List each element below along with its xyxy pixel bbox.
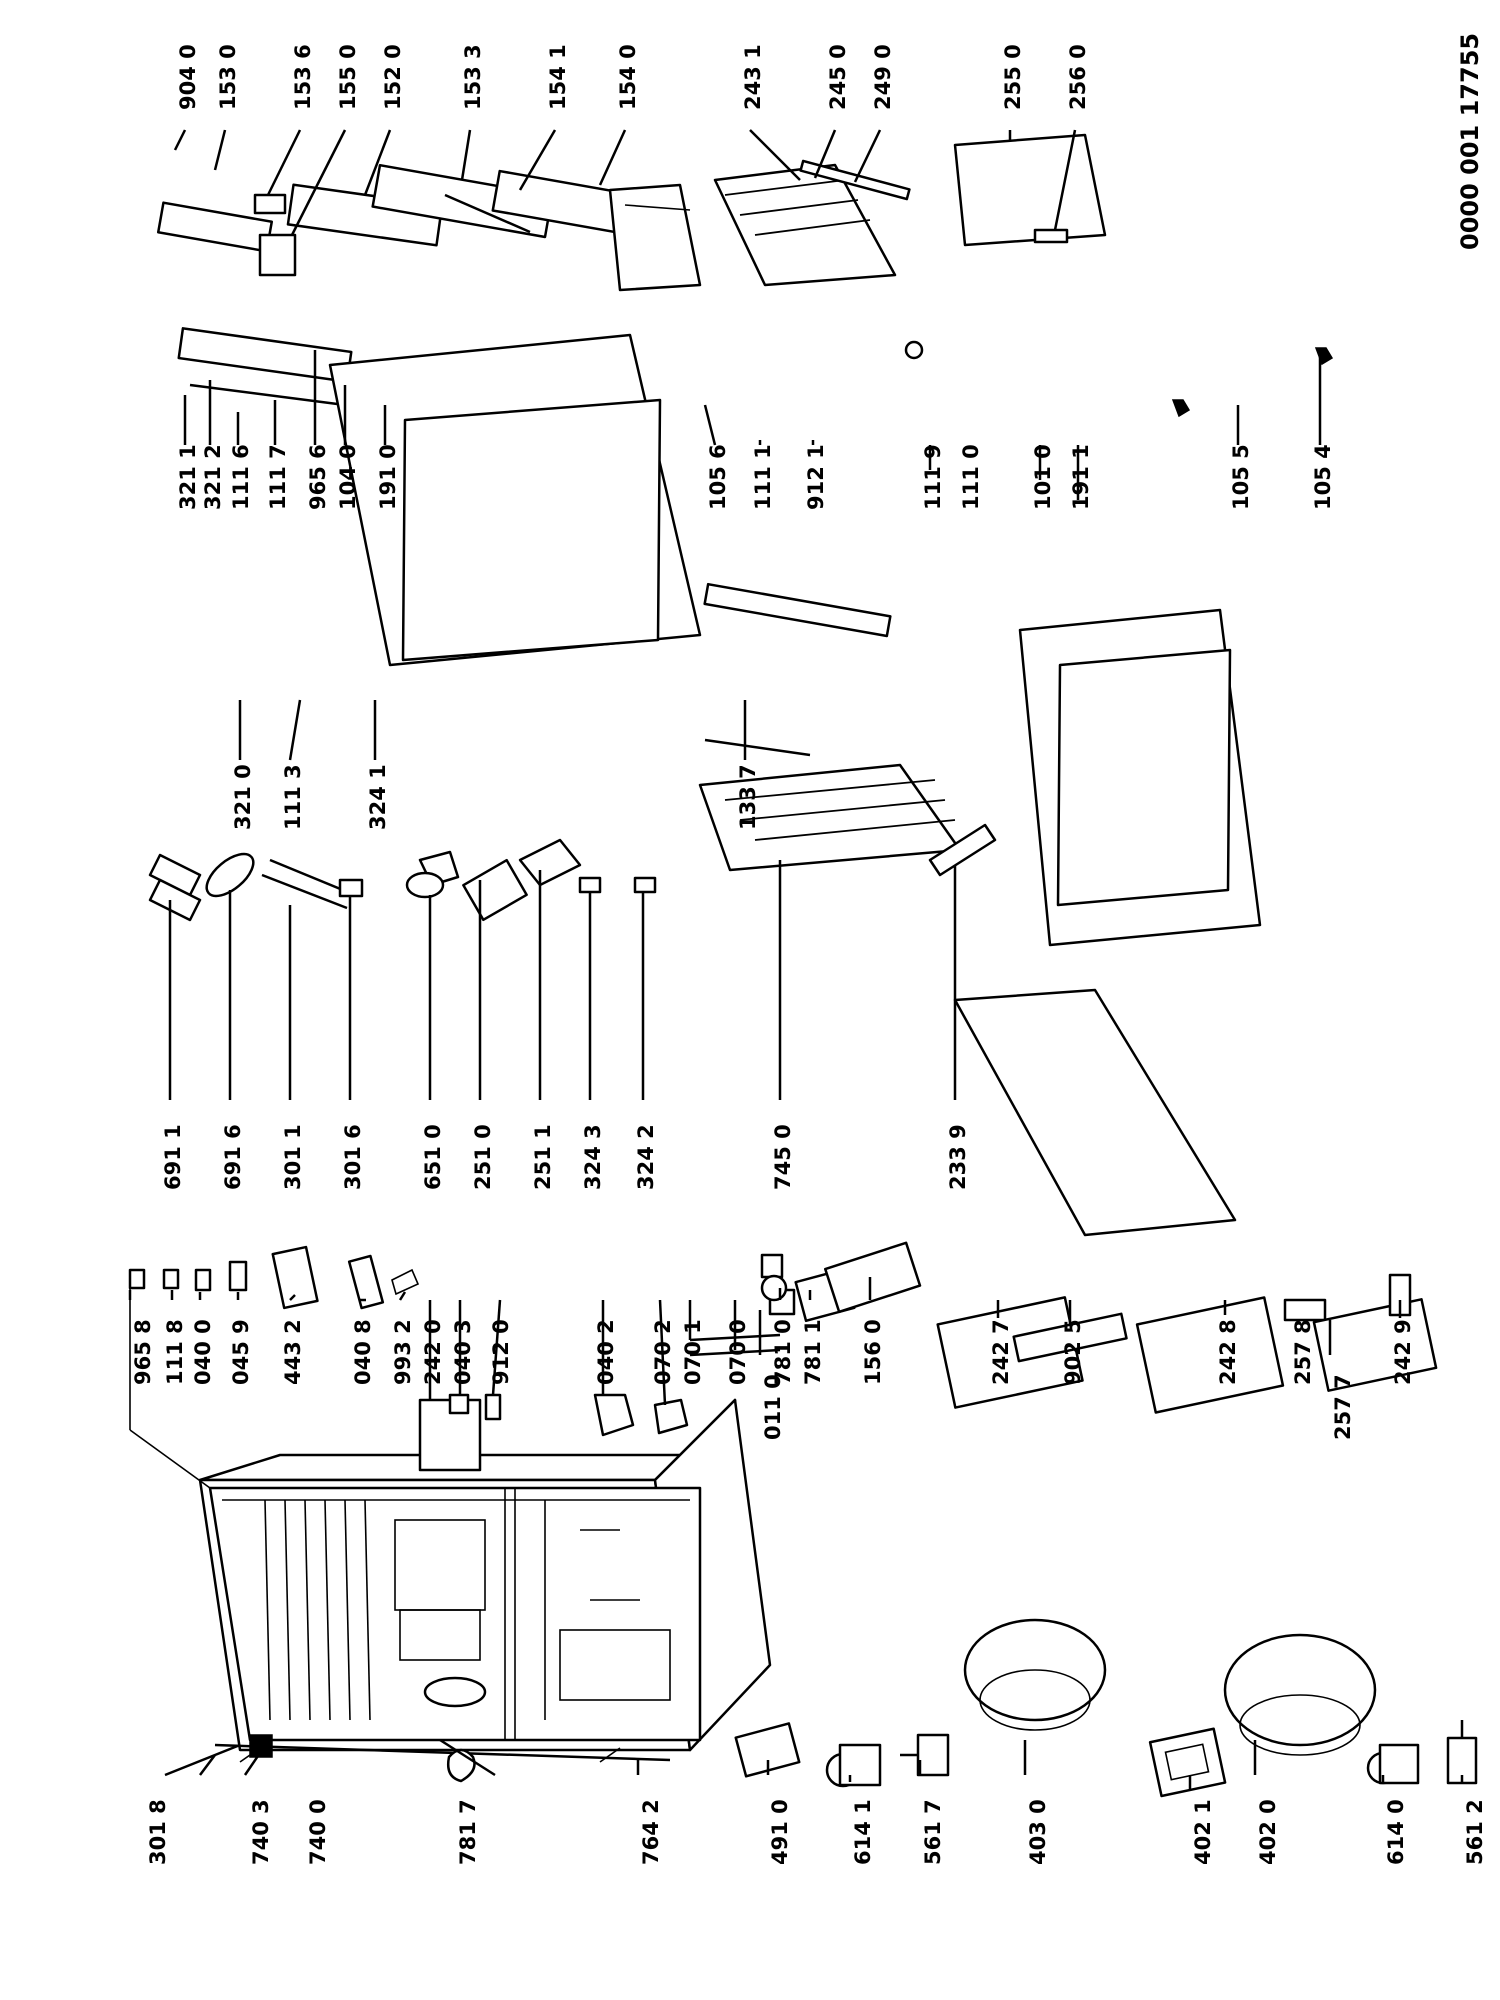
door-bins-drawings: [156, 133, 1107, 292]
part-label: 191 0: [376, 444, 400, 510]
part-label: 614 1: [851, 1799, 875, 1865]
part-label: 912 0: [489, 1319, 513, 1385]
part-label: 153 0: [216, 44, 240, 110]
part-label: 965 6: [306, 444, 330, 510]
part-label: 191 1: [1069, 444, 1093, 510]
part-label: 045 9: [229, 1319, 253, 1385]
part-label: 104 0: [336, 444, 360, 510]
part-label: 243 1: [741, 44, 765, 110]
part-label: 249 0: [871, 44, 895, 110]
part-label: 764 2: [639, 1799, 663, 1865]
part-label: 691 6: [221, 1124, 245, 1190]
part-label: 301 6: [341, 1124, 365, 1190]
part-label: 153 6: [291, 44, 315, 110]
part-label: 251 0: [471, 1124, 495, 1190]
compressor-drawings: [423, 1253, 1478, 1798]
part-label: 070 2: [651, 1319, 675, 1385]
part-label: 155 0: [336, 44, 360, 110]
part-label: 301 8: [146, 1799, 170, 1865]
part-label: 242 8: [1216, 1319, 1240, 1385]
part-label: 321 0: [231, 764, 255, 830]
part-label: 154 0: [616, 44, 640, 110]
part-labels: 301 8 740 3 740 0 781 7 764 2 491 0 614 …: [131, 44, 1487, 1865]
part-label: 781 1: [801, 1319, 825, 1385]
part-label: 111 1: [751, 444, 775, 510]
part-label: 403 0: [1026, 1799, 1050, 1865]
part-label: 156 0: [861, 1319, 885, 1385]
part-label: 561 2: [1463, 1799, 1487, 1865]
part-label: 324 2: [634, 1124, 658, 1190]
part-label: 153 3: [461, 44, 485, 110]
center-parts-drawings: [148, 763, 997, 922]
part-label: 321 1: [176, 444, 200, 510]
part-label: 904 0: [176, 44, 200, 110]
part-label: 745 0: [771, 1124, 795, 1190]
part-label: 740 0: [306, 1799, 330, 1865]
part-label: 070 1: [681, 1319, 705, 1385]
interior-parts-drawings: [128, 1241, 1438, 1472]
part-label: 070 0: [726, 1319, 750, 1385]
part-label: 111 7: [266, 444, 290, 510]
part-label: 324 3: [581, 1124, 605, 1190]
part-label: 111 8: [163, 1319, 187, 1385]
part-label: 101 0: [1031, 444, 1055, 510]
part-label: 902 5: [1061, 1319, 1085, 1385]
part-label: 324 1: [366, 764, 390, 830]
part-label: 993 2: [391, 1319, 415, 1385]
part-label: 255 0: [1001, 44, 1025, 110]
part-label: 740 3: [249, 1799, 273, 1865]
part-label: 242 7: [989, 1319, 1013, 1385]
part-label: 242 0: [421, 1319, 445, 1385]
part-label: 040 8: [351, 1319, 375, 1385]
leader-lines: [128, 129, 1464, 1790]
part-label: 105 4: [1311, 444, 1335, 510]
part-label: 133 7: [736, 764, 760, 830]
part-label: 105 6: [706, 444, 730, 510]
part-label: 651 0: [421, 1124, 445, 1190]
part-label: 111 9: [921, 444, 945, 510]
part-label: 040 0: [191, 1319, 215, 1385]
part-label: 111 6: [229, 444, 253, 510]
part-label: 245 0: [826, 44, 850, 110]
part-label: 242 9: [1391, 1319, 1415, 1385]
part-label: 105 5: [1229, 444, 1253, 510]
part-label: 691 1: [161, 1124, 185, 1190]
part-label: 965 8: [131, 1319, 155, 1385]
part-drawings: [128, 133, 1478, 1798]
part-label: 491 0: [768, 1799, 792, 1865]
part-label: 402 1: [1191, 1799, 1215, 1865]
part-label: 040 3: [451, 1319, 475, 1385]
part-label: 781 0: [771, 1319, 795, 1385]
part-label: 233 9: [946, 1124, 970, 1190]
part-label: 561 7: [921, 1799, 945, 1865]
part-label: 912 1: [804, 444, 828, 510]
part-label: 152 0: [381, 44, 405, 110]
part-label: 614 0: [1384, 1799, 1408, 1865]
part-label: 040 2: [594, 1319, 618, 1385]
part-label: 402 0: [1256, 1799, 1280, 1865]
part-label: 257 7: [1331, 1374, 1355, 1440]
part-label: 111 0: [959, 444, 983, 510]
part-label: 443 2: [281, 1319, 305, 1385]
part-label: 011 0: [761, 1374, 785, 1440]
part-label: 301 1: [281, 1124, 305, 1190]
document-code: 0000 001 17755: [1456, 33, 1484, 250]
part-label: 781 7: [456, 1799, 480, 1865]
door-drawings: [177, 327, 1334, 1237]
part-label: 251 1: [531, 1124, 555, 1190]
part-label: 154 1: [546, 44, 570, 110]
part-label: 111 3: [281, 764, 305, 830]
part-label: 257 8: [1291, 1319, 1315, 1385]
part-label: 321 2: [201, 444, 225, 510]
part-label: 256 0: [1066, 44, 1090, 110]
cabinet-drawing: [129, 1280, 772, 1763]
